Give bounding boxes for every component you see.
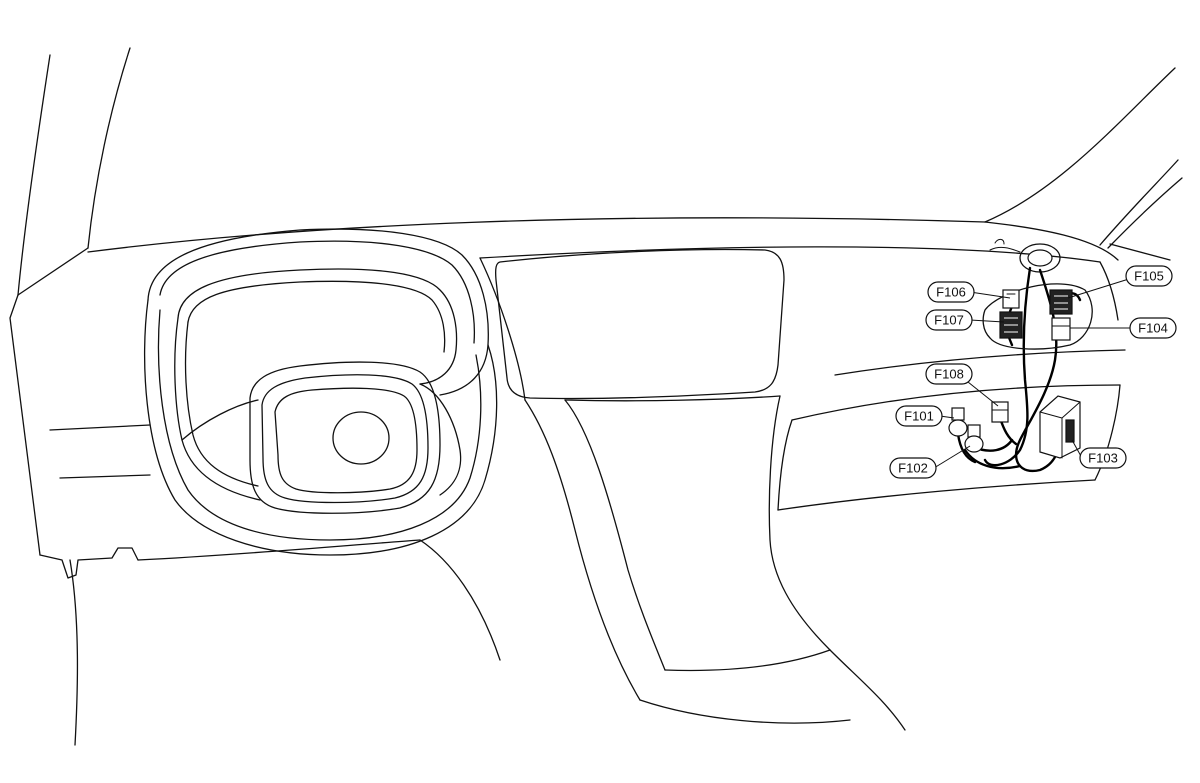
- callout-f104: F104: [1129, 317, 1177, 339]
- callout-f108: F108: [925, 363, 973, 385]
- callout-f106-label: F106: [936, 285, 966, 300]
- callout-f106: F106: [927, 281, 975, 303]
- windshield-and-dash-top: [87, 67, 1183, 261]
- connector-f103: [1039, 395, 1081, 459]
- callout-f107: F107: [925, 309, 973, 331]
- callout-f101: F101: [895, 405, 943, 427]
- center-display: [494, 248, 785, 400]
- harness-bracket: [989, 238, 1061, 273]
- connector-f106: [1002, 289, 1020, 309]
- upper-connector-group: [982, 283, 1093, 350]
- callout-f103-label: F103: [1088, 451, 1118, 466]
- callout-f105: F105: [1125, 265, 1173, 287]
- connector-f107: [999, 311, 1023, 339]
- connector-f105: [1049, 289, 1073, 315]
- connector-f101: [948, 407, 968, 437]
- dashboard-body: [137, 246, 1126, 561]
- leader-lines: [933, 277, 1133, 469]
- callout-f102-label: F102: [898, 461, 928, 476]
- connector-f108: [991, 401, 1009, 423]
- connector-f104: [1051, 317, 1071, 341]
- callout-f104-label: F104: [1138, 321, 1168, 336]
- connector-f102: [964, 424, 984, 453]
- callout-f107-label: F107: [934, 313, 964, 328]
- a-pillar: [9, 47, 151, 579]
- callout-f105-label: F105: [1134, 269, 1164, 284]
- steering-wheel: [143, 299, 498, 556]
- instrument-cluster: [147, 228, 489, 396]
- callout-f101-label: F101: [904, 409, 934, 424]
- callout-f103: F103: [1079, 447, 1127, 469]
- center-console: [69, 395, 906, 746]
- callout-f102: F102: [889, 457, 937, 479]
- callout-f108-label: F108: [934, 367, 964, 382]
